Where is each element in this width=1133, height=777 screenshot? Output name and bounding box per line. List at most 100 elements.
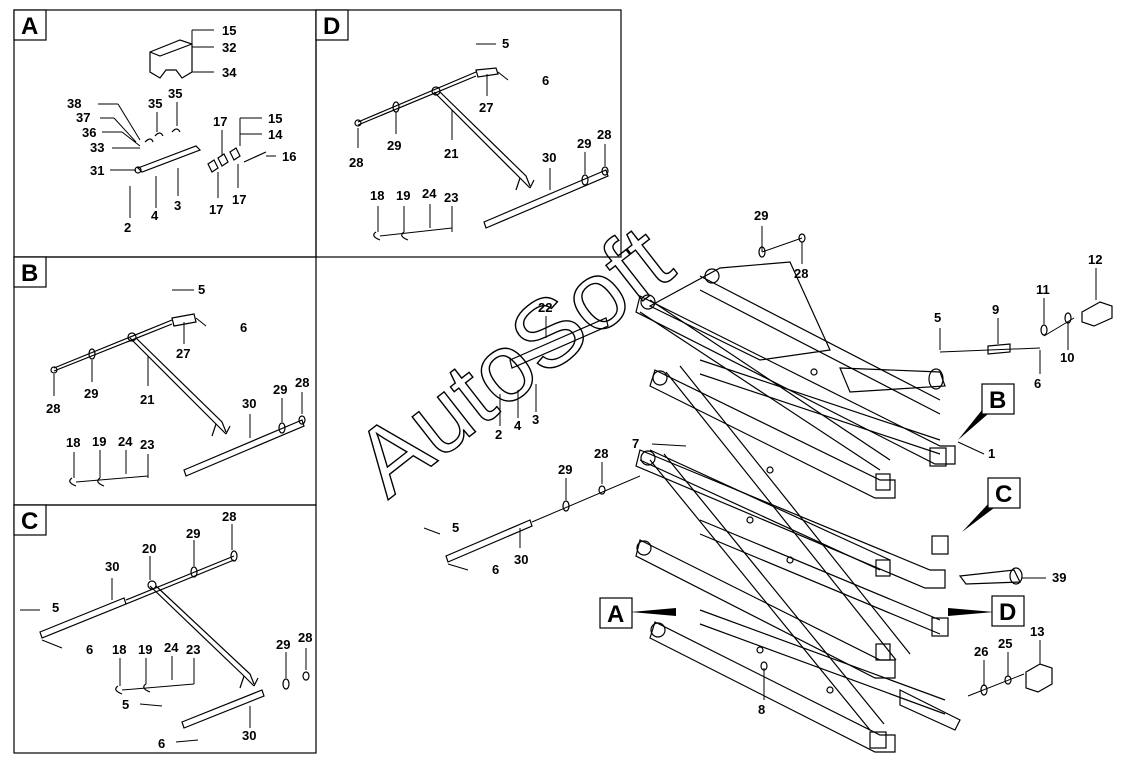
- main-exploded-parts: [423, 226, 1113, 700]
- part-number-label: 18: [370, 188, 384, 203]
- svg-text:C: C: [995, 481, 1012, 508]
- part-number-label: 38: [67, 96, 81, 111]
- part-number-label: 20: [142, 541, 156, 556]
- part-number-label: 29: [754, 208, 768, 223]
- part-number-label: 4: [514, 418, 522, 433]
- callout-b: B: [958, 383, 1015, 440]
- part-number-label: 28: [597, 127, 611, 142]
- part-number-label: 23: [140, 437, 154, 452]
- part-number-label: 15: [222, 23, 236, 38]
- panel-b-letter: B: [21, 260, 38, 287]
- part-number-label: 32: [222, 40, 236, 55]
- part-number-label: 4: [151, 208, 159, 223]
- watermark: AutoSoft: [335, 206, 691, 517]
- part-number-label: 12: [1088, 252, 1102, 267]
- part-number-label: 5: [502, 36, 509, 51]
- part-number-label: 36: [82, 125, 96, 140]
- panel-c-letter: C: [21, 508, 38, 535]
- svg-text:D: D: [999, 599, 1016, 626]
- part-number-label: 21: [444, 146, 458, 161]
- part-number-label: 29: [276, 637, 290, 652]
- part-number-label: 24: [422, 186, 437, 201]
- panel-b-frame: [13, 256, 317, 506]
- part-number-label: 19: [396, 188, 410, 203]
- part-number-label: 6: [158, 736, 165, 751]
- part-number-label: 21: [140, 392, 154, 407]
- part-number-label: 19: [92, 434, 106, 449]
- part-number-label: 22: [538, 300, 552, 315]
- part-number-label: 8: [758, 702, 765, 717]
- part-number-label: 10: [1060, 350, 1074, 365]
- panel-c-frame: [13, 504, 317, 754]
- part-number-label: 34: [222, 65, 237, 80]
- part-number-label: 26: [974, 644, 988, 659]
- panel-c-parts: [20, 524, 310, 743]
- panel-d-letter: D: [323, 13, 340, 40]
- part-number-label: 28: [295, 375, 309, 390]
- part-number-label: 15: [268, 111, 282, 126]
- part-number-label: 5: [198, 282, 205, 297]
- part-number-label: 28: [222, 509, 236, 524]
- part-number-label: 18: [112, 642, 126, 657]
- part-number-label: 6: [86, 642, 93, 657]
- part-number-label: 35: [168, 86, 182, 101]
- part-number-label: 27: [176, 346, 190, 361]
- part-number-label: 29: [577, 136, 591, 151]
- part-number-label: 5: [452, 520, 459, 535]
- part-number-label: 27: [479, 100, 493, 115]
- panel-a-letter: A: [21, 13, 38, 40]
- part-number-label: 24: [118, 434, 133, 449]
- part-number-label: 24: [164, 640, 179, 655]
- part-number-label: 9: [992, 302, 999, 317]
- part-number-label: 2: [124, 220, 131, 235]
- panel-d-parts: [354, 43, 609, 241]
- part-number-label: 1: [988, 446, 995, 461]
- part-number-label: 29: [558, 462, 572, 477]
- part-number-label: 28: [349, 155, 363, 170]
- panel-d-frame: [315, 9, 622, 258]
- callout-a: A: [599, 597, 676, 629]
- part-number-label: 19: [138, 642, 152, 657]
- part-number-label: 28: [594, 446, 608, 461]
- part-number-label: 5: [52, 600, 59, 615]
- part-number-label: 28: [794, 266, 808, 281]
- part-number-label: 23: [444, 190, 458, 205]
- scissor-lift-assembly: [635, 261, 961, 753]
- part-number-label: 25: [998, 636, 1012, 651]
- svg-text:B: B: [989, 387, 1006, 414]
- part-number-label: 30: [242, 396, 256, 411]
- part-number-label: 16: [282, 149, 296, 164]
- panel-a-parts: [98, 29, 276, 218]
- part-number-label: 37: [76, 110, 90, 125]
- callout-c: C: [962, 477, 1021, 532]
- part-number-label: 30: [105, 559, 119, 574]
- part-number-label: 7: [632, 436, 639, 451]
- part-number-label: 17: [213, 114, 227, 129]
- part-number-label: 39: [1052, 570, 1066, 585]
- part-number-label: 13: [1030, 624, 1044, 639]
- part-number-label: 3: [532, 412, 539, 427]
- part-number-label: 35: [148, 96, 162, 111]
- part-number-label: 28: [298, 630, 312, 645]
- part-number-label: 33: [90, 140, 104, 155]
- part-number-label: 11: [1036, 282, 1050, 297]
- part-number-label: 29: [387, 138, 401, 153]
- part-number-label: 6: [1034, 376, 1041, 391]
- part-number-label: 30: [514, 552, 528, 567]
- part-number-label: 6: [240, 320, 247, 335]
- part-number-label: 18: [66, 435, 80, 450]
- panel-b-parts: [50, 289, 306, 487]
- part-number-label: 5: [934, 310, 941, 325]
- part-number-label: 5: [122, 697, 129, 712]
- part-number-label: 29: [84, 386, 98, 401]
- part-number-label: 17: [232, 192, 246, 207]
- part-number-label: 31: [90, 163, 104, 178]
- part-number-label: 23: [186, 642, 200, 657]
- svg-text:A: A: [607, 601, 624, 628]
- part-number-label: 30: [242, 728, 256, 743]
- part-number-label: 6: [492, 562, 499, 577]
- part-number-label: 30: [542, 150, 556, 165]
- part-number-label: 29: [273, 382, 287, 397]
- part-number-label: 28: [46, 401, 60, 416]
